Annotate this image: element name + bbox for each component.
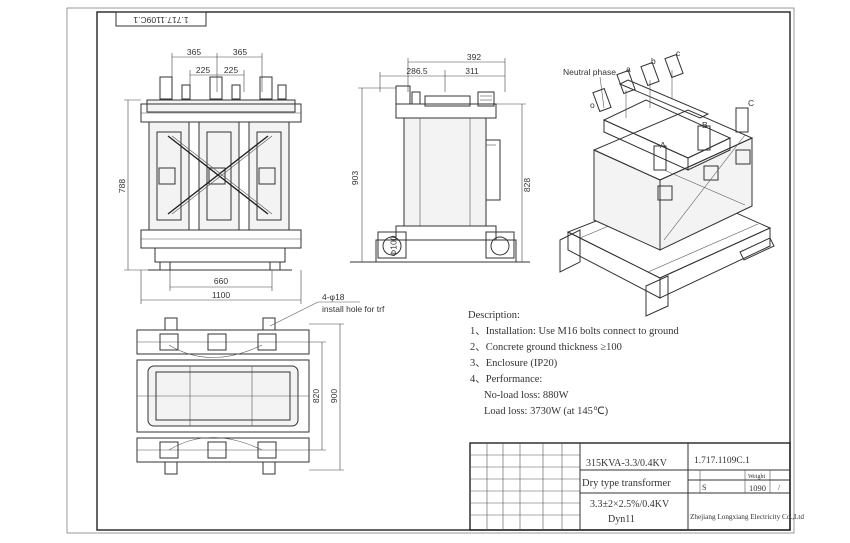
side-dim-height-right: 828 — [522, 178, 532, 192]
description-line-4: 4、Performance: — [470, 374, 542, 385]
drawing-number-stamp: 1.717.1109C.1 — [115, 11, 207, 27]
front-dim-top-left: 365 — [187, 47, 201, 57]
sheet-outer-border — [66, 7, 795, 534]
drawing-number-rotated: 1.717.1109C.1 — [133, 15, 188, 25]
iso-terminal-C: C — [748, 98, 754, 108]
iso-neutral-label: Neutral phase — [563, 67, 616, 77]
plan-hole-label: 4-φ18 — [322, 292, 345, 302]
iso-terminal-c: c — [676, 48, 681, 58]
front-dim-inner-width: 660 — [214, 276, 228, 286]
iso-terminal-o: o — [590, 100, 595, 110]
front-dim-mid-right: 225 — [224, 65, 238, 75]
description-line-2: 2、Concrete ground thickness ≥100 — [470, 342, 622, 353]
side-dim-top: 392 — [467, 52, 481, 62]
description-line-6: Load loss: 3730W (at 145℃) — [484, 406, 609, 417]
title-name: Dry type transformer — [582, 478, 671, 489]
title-block: 315KVA-3.3/0.4KV Dry type transformer 3.… — [469, 442, 804, 531]
front-dim-top-right: 365 — [233, 47, 247, 57]
plan-dim-outer: 900 — [329, 389, 339, 403]
title-vector-group: Dyn11 — [608, 514, 635, 525]
side-wheel-label: Φ100 — [388, 235, 398, 256]
title-ratio: 3.3±2×2.5%/0.4KV — [590, 499, 670, 510]
title-rating: 315KVA-3.3/0.4KV — [586, 458, 668, 469]
description-line-5: No-load loss: 880W — [484, 390, 569, 401]
iso-terminal-b: b — [651, 56, 656, 66]
front-dim-mid-left: 225 — [196, 65, 210, 75]
front-dim-height: 788 — [117, 179, 127, 193]
side-dim-right: 311 — [465, 66, 479, 76]
description-line-1: 1、Installation: Use M16 bolts connect to… — [470, 326, 680, 337]
description-line-3: 3、Enclosure (IP20) — [470, 358, 558, 369]
title-weight-label: Weight — [748, 474, 766, 480]
iso-terminal-a: a — [626, 64, 631, 74]
front-view: 365 365 225 225 — [117, 47, 302, 304]
sheet-inner-border — [96, 11, 791, 531]
side-dim-left: 286.5 — [406, 66, 428, 76]
title-weight-value: 1090 — [749, 483, 766, 493]
description-block: Description: 1、Installation: Use M16 bol… — [468, 310, 680, 417]
plan-hole-note: install hole for trf — [322, 304, 385, 314]
title-slash: / — [778, 483, 781, 492]
title-company: Zhejiang Longxiang Electricity Co.,Ltd — [690, 513, 804, 521]
iso-terminal-A: A — [660, 140, 666, 150]
iso-view: Neutral phase — [559, 48, 775, 317]
iso-terminal-B: B — [702, 120, 708, 130]
title-drawing-no: 1.717.1109C.1 — [694, 456, 750, 466]
description-heading: Description: — [468, 310, 520, 321]
plan-dim-inner: 820 — [311, 389, 321, 403]
front-dim-total-width: 1100 — [212, 290, 231, 300]
side-dim-height-left: 903 — [350, 171, 360, 185]
title-stage: S — [702, 483, 706, 492]
plan-view: 4-φ18 install hole for trf 820 900 — [136, 292, 385, 475]
side-view: 392 286.5 311 Φ100 903 — [350, 52, 532, 263]
